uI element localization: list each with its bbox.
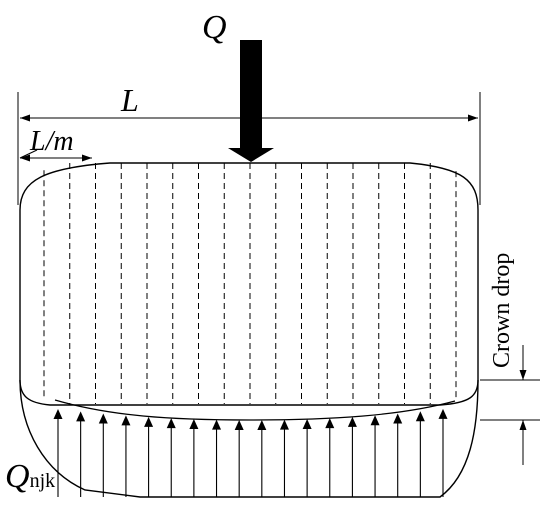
reaction-arrow: [121, 415, 131, 497]
reaction-arrow: [393, 413, 403, 497]
segment-label-num: L/: [29, 126, 56, 157]
reaction-arrow: [370, 415, 380, 497]
load-label: Q: [202, 9, 227, 46]
reaction-arrow: [189, 419, 199, 497]
segment-dimension: [19, 149, 92, 162]
reaction-arrow: [234, 419, 244, 497]
reaction-arrow: [53, 408, 63, 497]
reaction-arrow: [325, 418, 335, 497]
roller-body-outline: [19, 162, 479, 406]
reaction-arrow: [144, 416, 154, 497]
segment-label: L/m: [29, 126, 74, 157]
reaction-arrow: [415, 411, 425, 497]
reaction-arrow: [166, 418, 176, 497]
reaction-arrow: [98, 413, 108, 497]
crowned-profile-curve: [54, 399, 456, 421]
reaction-arrow: [438, 408, 448, 497]
load-arrow: [228, 40, 274, 162]
reaction-arrow: [347, 416, 357, 497]
element-load-label: Qnjk: [5, 458, 55, 495]
reaction-arrow: [76, 411, 86, 497]
reaction-arrow: [212, 419, 222, 497]
reaction-arrows: [53, 408, 448, 497]
element-load-main: Q: [5, 458, 30, 495]
length-dimension: [17, 92, 481, 205]
crown-drop-dimension: [480, 345, 540, 465]
segment-label-den: m: [53, 126, 73, 157]
slice-lines: [43, 163, 457, 404]
reaction-arrow: [257, 419, 267, 497]
crown-drop-label: Crown drop: [489, 253, 515, 368]
element-load-sub: njk: [30, 470, 56, 492]
reaction-arrow: [279, 419, 289, 497]
length-label: L: [120, 82, 139, 118]
pressure-distribution-outline: [19, 379, 479, 498]
reaction-arrow: [302, 419, 312, 497]
